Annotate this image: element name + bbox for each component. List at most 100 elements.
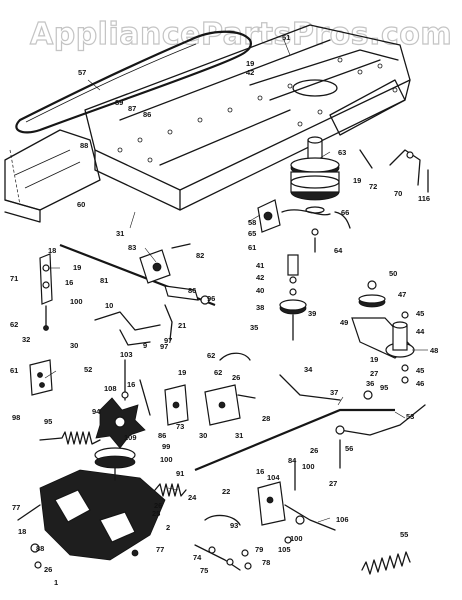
callout-22: 22 <box>222 487 230 496</box>
callout-62: 62 <box>207 351 215 360</box>
callout-94: 94 <box>92 407 101 416</box>
callout-86: 86 <box>143 110 151 119</box>
callout-89: 89 <box>115 98 123 107</box>
callout-65: 65 <box>248 229 256 238</box>
callout-27: 27 <box>329 479 337 488</box>
callout-36: 36 <box>366 379 374 388</box>
callout-42: 42 <box>256 273 264 282</box>
callout-62: 62 <box>214 368 222 377</box>
shift-lever <box>94 304 173 346</box>
callout-100: 100 <box>160 455 173 464</box>
callout-26: 26 <box>44 565 52 574</box>
callout-37: 37 <box>330 388 338 397</box>
callout-51: 51 <box>282 33 290 42</box>
callout-62: 62 <box>10 320 18 329</box>
callout-52: 52 <box>84 365 92 374</box>
callout-75: 75 <box>200 566 208 575</box>
callout-26: 26 <box>310 446 318 455</box>
callout-57: 57 <box>78 68 86 77</box>
callout-66: 66 <box>341 208 349 217</box>
callout-73: 73 <box>176 422 184 431</box>
callout-31: 31 <box>235 431 243 440</box>
callout-100: 100 <box>290 534 303 543</box>
callout-97: 97 <box>164 336 172 345</box>
callout-77: 77 <box>156 545 164 554</box>
callout-1: 1 <box>54 578 58 587</box>
callout-103: 103 <box>120 350 133 359</box>
spindle-column <box>279 254 307 341</box>
callout-30: 30 <box>70 341 78 350</box>
callout-93: 93 <box>230 521 238 530</box>
callout-45: 45 <box>416 366 424 375</box>
callout-105: 105 <box>278 545 291 554</box>
pedal-assembly-left <box>39 253 53 331</box>
callout-labels: 57 51 19 42 89 87 86 88 63 19 72 70 116 … <box>10 33 438 587</box>
callout-53: 53 <box>406 412 414 421</box>
callout-46: 46 <box>416 379 424 388</box>
callout-99: 99 <box>162 442 170 451</box>
bottom-hardware <box>131 544 252 571</box>
lower-linkage <box>204 459 336 544</box>
callout-86: 86 <box>188 286 196 295</box>
callout-45: 45 <box>416 309 424 318</box>
callout-21: 21 <box>178 321 186 330</box>
cross-shaft <box>59 243 216 307</box>
callout-108: 108 <box>104 384 117 393</box>
callout-26: 26 <box>154 501 162 510</box>
callout-35: 35 <box>250 323 258 332</box>
callout-19: 19 <box>246 59 254 68</box>
callout-70: 70 <box>394 189 402 198</box>
callout-19: 19 <box>353 176 361 185</box>
springs <box>39 431 411 575</box>
callout-78: 78 <box>262 558 270 567</box>
callout-82: 82 <box>196 251 204 260</box>
callout-109: 109 <box>124 433 137 442</box>
callout-84: 84 <box>288 456 297 465</box>
callout-72: 72 <box>369 182 377 191</box>
callout-87: 87 <box>128 104 136 113</box>
idler-bracket <box>257 199 331 233</box>
callout-106: 106 <box>336 515 349 524</box>
callout-39: 39 <box>308 309 316 318</box>
transaxle <box>17 447 166 569</box>
brake-link <box>359 149 429 193</box>
callout-25: 25 <box>152 509 160 518</box>
chassis-frame <box>4 24 411 223</box>
right-idler-assembly <box>351 280 415 384</box>
callout-19: 19 <box>370 355 378 364</box>
callout-61: 61 <box>248 243 256 252</box>
callout-95: 95 <box>44 417 52 426</box>
engine-pulley-stack <box>290 136 351 253</box>
callout-16: 16 <box>256 467 264 476</box>
callout-48: 48 <box>430 346 438 355</box>
callout-97: 97 <box>160 342 168 351</box>
callout-88: 88 <box>36 544 44 553</box>
callout-24: 24 <box>188 493 197 502</box>
callout-19: 19 <box>73 263 81 272</box>
callout-74: 74 <box>193 553 202 562</box>
callout-28: 28 <box>262 414 270 423</box>
callout-9: 9 <box>143 341 147 350</box>
callout-88: 88 <box>80 141 88 150</box>
callout-40: 40 <box>256 286 264 295</box>
callout-71: 71 <box>10 274 18 283</box>
callout-96: 96 <box>207 294 215 303</box>
callout-18: 18 <box>18 527 26 536</box>
leader-lines <box>44 39 428 523</box>
callout-63: 63 <box>338 148 346 157</box>
callout-81: 81 <box>100 276 108 285</box>
callout-56: 56 <box>345 444 353 453</box>
callout-27: 27 <box>370 369 378 378</box>
callout-34: 34 <box>304 365 313 374</box>
callout-30: 30 <box>199 431 207 440</box>
callout-100: 100 <box>302 462 315 471</box>
callout-41: 41 <box>256 261 264 270</box>
callout-19: 19 <box>178 368 186 377</box>
callout-60: 60 <box>77 200 85 209</box>
drive-belt <box>15 30 253 134</box>
callout-16: 16 <box>65 278 73 287</box>
left-bracket <box>29 359 53 396</box>
callout-83: 83 <box>128 243 136 252</box>
callout-50: 50 <box>389 269 397 278</box>
